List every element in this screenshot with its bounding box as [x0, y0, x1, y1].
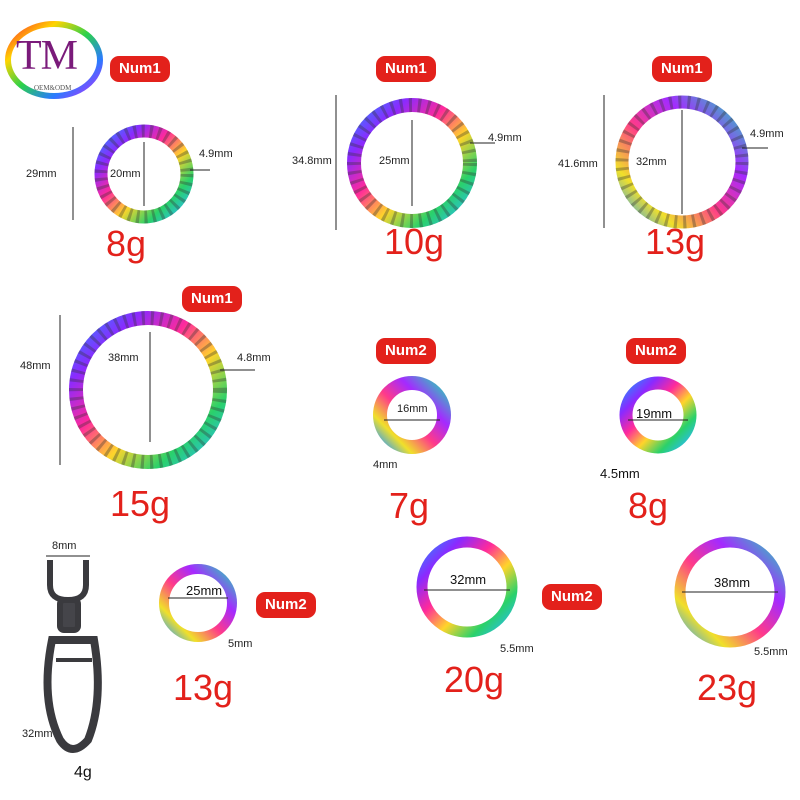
model-badge: Num1 — [652, 56, 712, 82]
ring-8 — [416, 536, 518, 638]
thickness-label: 5.5mm — [500, 643, 534, 655]
thickness-label: 4.9mm — [488, 132, 522, 144]
ring-5 — [373, 376, 451, 454]
weight-label: 7g — [389, 485, 430, 526]
thickness-label: 5.5mm — [754, 646, 788, 658]
swivel-clasp — [43, 560, 102, 753]
brand-logo: TM OEM&ODM — [4, 21, 104, 100]
model-badge: Num2 — [376, 338, 436, 364]
thickness-label: 4.8mm — [237, 352, 271, 364]
thickness-label: 4mm — [373, 459, 398, 471]
thickness-label: 4.9mm — [750, 128, 784, 140]
inner-diameter-label: 25mm — [186, 583, 223, 598]
thickness-label: 4.5mm — [600, 466, 640, 481]
model-badge: Num2 — [542, 584, 602, 610]
weight-label: 15g — [110, 483, 171, 524]
inner-diameter-label: 32mm — [450, 572, 487, 587]
weight-label: 23g — [697, 667, 758, 708]
ring-1 — [94, 124, 194, 224]
thickness-label: 4.9mm — [199, 148, 233, 160]
ring-7 — [159, 564, 237, 642]
inner-diameter-label: 16mm — [397, 403, 428, 415]
ring-2 — [347, 98, 477, 228]
clasp-width-label: 8mm — [52, 540, 77, 552]
weight-label: 20g — [444, 659, 505, 700]
ring-6 — [619, 376, 697, 454]
weight-label: 8g — [106, 223, 147, 264]
model-badge: Num2 — [626, 338, 686, 364]
outer-diameter-label: 41.6mm — [558, 158, 598, 170]
model-badge: Num1 — [182, 286, 242, 312]
outer-diameter-label: 48mm — [20, 360, 51, 372]
clasp-length-label: 32mm — [22, 728, 53, 740]
model-badge: Num1 — [110, 56, 170, 82]
weight-label: 13g — [645, 221, 706, 262]
outer-diameter-label: 34.8mm — [292, 155, 332, 167]
clasp-weight-label: 4g — [74, 764, 92, 781]
weight-label: 13g — [173, 667, 234, 708]
logo-subtext: OEM&ODM — [34, 84, 72, 92]
inner-diameter-label: 32mm — [636, 156, 667, 168]
ring-9 — [674, 536, 786, 648]
ring-4 — [69, 311, 227, 469]
inner-diameter-label: 38mm — [714, 575, 751, 590]
inner-diameter-label: 20mm — [110, 168, 141, 180]
inner-diameter-label: 38mm — [108, 352, 139, 364]
dimension-lines — [46, 95, 778, 599]
inner-diameter-label: 25mm — [379, 155, 410, 167]
outer-diameter-label: 29mm — [26, 168, 57, 180]
inner-diameter-label: 19mm — [636, 406, 673, 421]
thickness-label: 5mm — [228, 638, 253, 650]
weight-label: 8g — [628, 485, 669, 526]
ring-3 — [615, 95, 749, 229]
logo-ring-icon — [5, 21, 103, 99]
model-badge: Num2 — [256, 592, 316, 618]
model-badge: Num1 — [376, 56, 436, 82]
logo-text: TM — [16, 33, 78, 79]
weight-label: 10g — [384, 221, 445, 262]
